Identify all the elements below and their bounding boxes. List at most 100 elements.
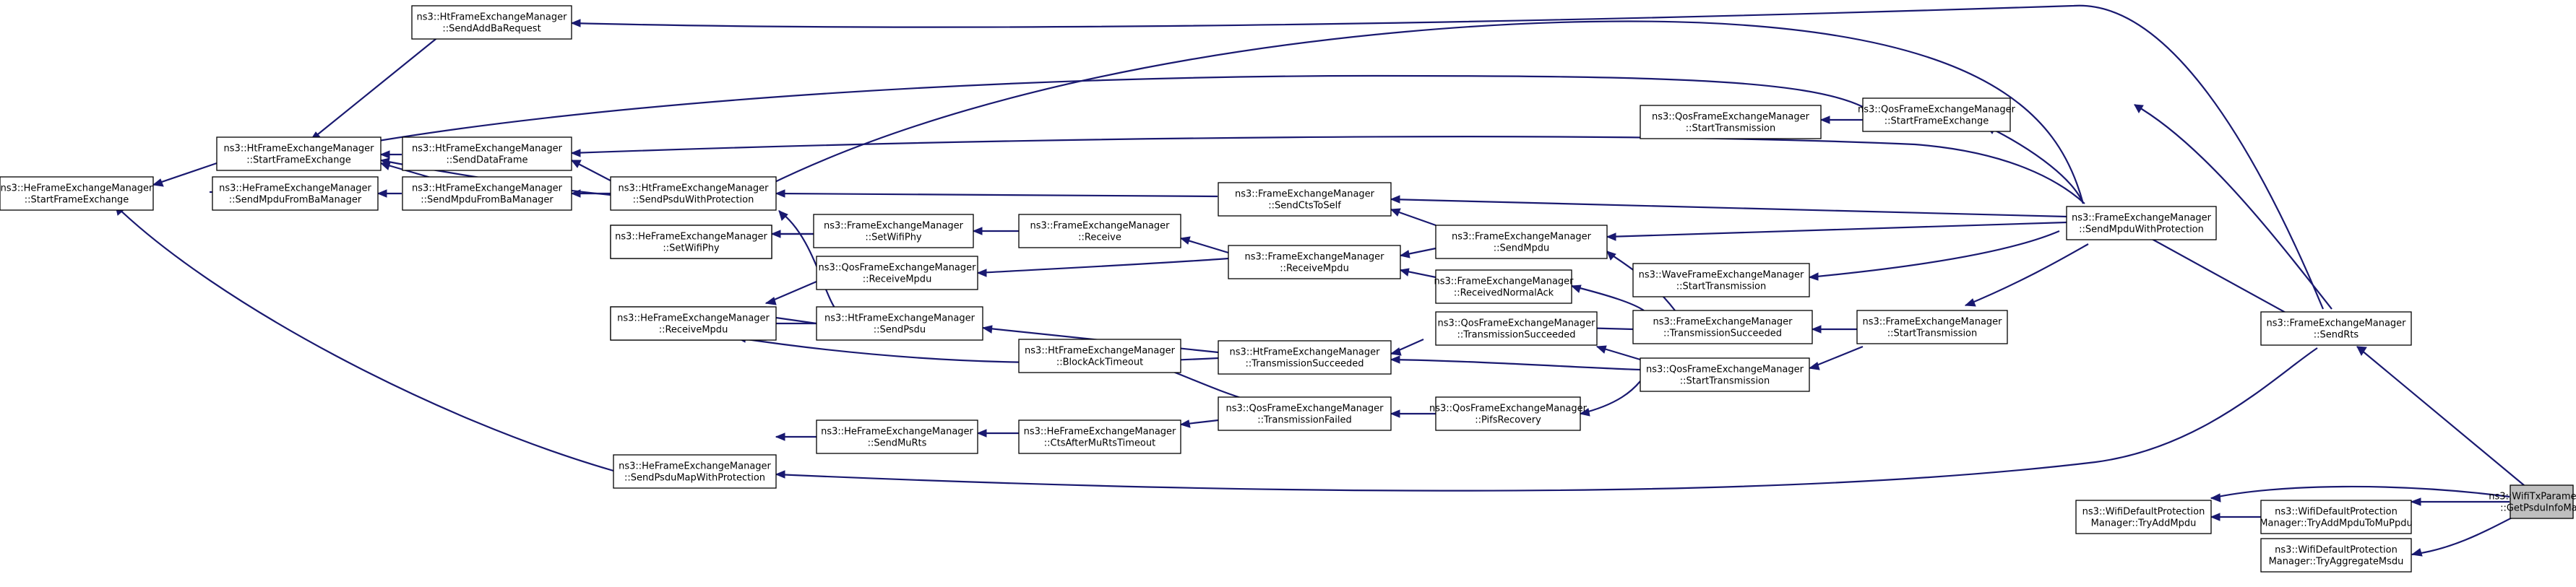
node-label-line: ::SendPsdu [874, 325, 926, 336]
node-sendctstoself[interactable]: ns3::FrameExchangeManager::SendCtsToSelf [1218, 182, 1392, 217]
node-htstartfe[interactable]: ns3::HtFrameExchangeManager::StartFrameE… [216, 136, 382, 171]
node-httranssucc[interactable]: ns3::HtFrameExchangeManager::Transmissio… [1218, 340, 1392, 375]
node-sendmpduprot[interactable]: ns3::FrameExchangeManager::SendMpduWithP… [2066, 206, 2217, 240]
edge-hereceivempdu-to-htsendpsdu [775, 316, 817, 325]
node-label-line: ns3::HtFrameExchangeManager [224, 144, 375, 155]
node-label-line: ::GetPsduInfoMap [2500, 503, 2576, 514]
node-label-line: Manager::TryAddMpdu [2091, 518, 2197, 529]
node-label-line: ns3::HeFrameExchangeManager [617, 313, 770, 324]
arrowhead-htreceivempdu-qos [764, 297, 777, 305]
node-label-line: ns3::HtFrameExchangeManager [619, 183, 770, 194]
node-qosreceivempdu[interactable]: ns3::QosFrameExchangeManager::ReceiveMpd… [816, 256, 978, 290]
node-label-line: ns3::HtFrameExchangeManager [417, 12, 568, 23]
node-box [216, 136, 382, 171]
edge-femstart-to-sendmpduprot [1965, 243, 2089, 307]
node-hesendmurts[interactable]: ns3::HeFrameExchangeManager::SendMuRts [816, 419, 978, 454]
arrowhead-qostransfailed [1390, 409, 1400, 418]
node-htsendmpduba[interactable]: ns3::HtFrameExchangeManager::SendMpduFro… [402, 176, 572, 211]
node-label-line: ns3::QosFrameExchangeManager [1858, 105, 2016, 116]
node-label-line: ns3::HtFrameExchangeManager [412, 183, 563, 194]
node-qosstarttrans[interactable]: ns3::QosFrameExchangeManager::StartTrans… [1640, 105, 1822, 139]
node-label-line: ::SendMuRts [868, 438, 927, 449]
node-qosstartfe[interactable]: ns3::QosFrameExchangeManager::StartFrame… [1858, 97, 2016, 132]
node-box [816, 306, 983, 341]
node-tryadd[interactable]: ns3::WifiDefaultProtectionManager::TryAd… [2075, 500, 2212, 534]
node-femsendmpdu[interactable]: ns3::FrameExchangeManager::SendMpdu [1435, 225, 1608, 259]
edge-wavestart-to-sendmpduprot [1809, 230, 2060, 279]
node-wavestart[interactable]: ns3::WaveFrameExchangeManager::StartTran… [1632, 263, 1810, 297]
node-label-line: ::SendAddBaRequest [442, 24, 540, 35]
node-sendpsdumap[interactable]: ns3::HeFrameExchangeManager::SendPsduMap… [613, 454, 777, 489]
node-label-line: ns3::QosFrameExchangeManager [1225, 404, 1384, 414]
arrowhead-femtranssucc [1811, 325, 1822, 334]
node-label-line: ns3::FrameExchangeManager [824, 221, 964, 232]
node-label-line: ns3::QosFrameExchangeManager [818, 263, 976, 274]
arrowhead-httranssucc-psdu [981, 325, 993, 334]
node-htsendaddba[interactable]: ns3::HtFrameExchangeManager::SendAddBaRe… [411, 5, 572, 40]
arrowhead-tryadd [2210, 493, 2221, 503]
node-box [1228, 245, 1401, 279]
arrowhead-htsendaddba [570, 19, 581, 27]
node-sendrts[interactable]: ns3::FrameExchangeManager::SendRts [2260, 311, 2412, 346]
node-label-line: ::StartFrameExchange [1884, 116, 1989, 127]
node-femreceive[interactable]: ns3::FrameExchangeManager::Receive [1018, 214, 1181, 248]
arrowhead-htsendpsduprot-psdu [778, 210, 788, 221]
node-femrecvnormalack[interactable]: ns3::FrameExchangeManager::ReceivedNorma… [1434, 269, 1574, 304]
node-label-line: ::ReceiveMpdu [659, 325, 728, 336]
arrowhead-femsetwifiphy [972, 227, 983, 235]
node-femstart[interactable]: ns3::FrameExchangeManager::StartTransmis… [1856, 310, 2008, 344]
node-label-line: ::ReceiveMpdu [1280, 264, 1349, 274]
node-hectsafter[interactable]: ns3::HeFrameExchangeManager::CtsAfterMuR… [1018, 419, 1181, 454]
node-hestartfe[interactable]: ns3::HeFrameExchangeManager::StartFrameE… [0, 176, 154, 211]
node-label-line: ns3::FrameExchangeManager [2072, 213, 2212, 224]
node-box [1640, 105, 1822, 139]
node-femsetwifiphy[interactable]: ns3::FrameExchangeManager::SetWifiPhy [813, 214, 974, 248]
node-label-line: ::BlockAckTimeout [1056, 357, 1143, 368]
node-label-line: ::TransmissionSucceeded [1663, 329, 1782, 339]
node-label-line: ::SendPsduMapWithProtection [624, 473, 765, 484]
node-femreceivempdu[interactable]: ns3::FrameExchangeManager::ReceiveMpdu [1228, 245, 1401, 279]
graph-edges [115, 4, 2533, 556]
node-label-line: ::SendMpdu [1494, 243, 1549, 254]
node-label-line: ::SendMpduFromBaManager [421, 195, 553, 206]
node-femtranssucc[interactable]: ns3::FrameExchangeManager::TransmissionS… [1632, 310, 1813, 344]
edge-htsendaddba-to-sendrts [571, 4, 2325, 310]
node-qosstarttrans2[interactable]: ns3::QosFrameExchangeManager::StartTrans… [1640, 357, 1810, 392]
node-label-line: ns3::WifiDefaultProtection [2275, 507, 2398, 518]
node-htsendpsduprot[interactable]: ns3::HtFrameExchangeManager::SendPsduWit… [610, 176, 777, 211]
node-htsenddata[interactable]: ns3::HtFrameExchangeManager::SendDataFra… [402, 136, 572, 171]
node-label-line: ns3::FrameExchangeManager [1862, 317, 2002, 328]
edge-femsendmpdu-to-sendmpduprot [1606, 221, 2067, 238]
node-label-line: ns3::HtFrameExchangeManager [1230, 347, 1381, 358]
node-hesendmpduba[interactable]: ns3::HeFrameExchangeManager::SendMpduFro… [212, 176, 379, 211]
node-wifitx: ns3::WifiTxParameters::GetPsduInfoMap [2489, 484, 2576, 519]
arrowhead-femrecvnormalack [1570, 284, 1582, 293]
node-label-line: ::SetWifiPhy [865, 232, 922, 243]
edge-htsendpsduprot-to-sendctstoself [775, 192, 1218, 198]
node-box [1435, 311, 1598, 346]
node-label-line: ns3::HeFrameExchangeManager [619, 461, 771, 472]
node-tryagg[interactable]: ns3::WifiDefaultProtectionManager::TryAg… [2260, 538, 2412, 573]
node-label-line: ns3::FrameExchangeManager [1235, 189, 1375, 200]
arrowhead-hesendmurts [976, 429, 987, 438]
edge-hestartfe-to-sendpsdumap [115, 205, 614, 472]
node-hesetwifiphy[interactable]: ns3::HeFrameExchangeManager::SetWifiPhy [610, 225, 772, 259]
node-htblockack[interactable]: ns3::HtFrameExchangeManager::BlockAckTim… [1018, 339, 1181, 373]
node-label-line: ns3::WifiDefaultProtection [2082, 507, 2205, 518]
node-box [816, 419, 978, 454]
node-box [1018, 339, 1181, 373]
node-qostransfailed[interactable]: ns3::QosFrameExchangeManager::Transmissi… [1218, 396, 1392, 431]
node-box [402, 136, 572, 171]
node-label-line: ::SendMpduFromBaManager [229, 195, 362, 206]
edge-tryadd-to-wifitx [2210, 485, 2510, 500]
node-qostranssucc[interactable]: ns3::QosFrameExchangeManager::Transmissi… [1435, 311, 1598, 346]
node-htsendpsdu[interactable]: ns3::HtFrameExchangeManager::SendPsdu [816, 306, 983, 341]
node-qospifs[interactable]: ns3::QosFrameExchangeManager::PifsRecove… [1429, 396, 1588, 431]
edge-qospifs-to-qosstarttrans2 [1580, 381, 1641, 415]
node-label-line: ns3::WifiTxParameters [2489, 492, 2576, 503]
node-label-line: ::StartTransmission [1680, 376, 1770, 387]
node-trymu[interactable]: ns3::WifiDefaultProtectionManager::TryAd… [2260, 500, 2413, 534]
node-hereceivempdu[interactable]: ns3::HeFrameExchangeManager::ReceiveMpdu [610, 306, 777, 341]
node-box [1218, 340, 1392, 375]
edge-htstartfe-to-htsendaddba [310, 30, 447, 141]
